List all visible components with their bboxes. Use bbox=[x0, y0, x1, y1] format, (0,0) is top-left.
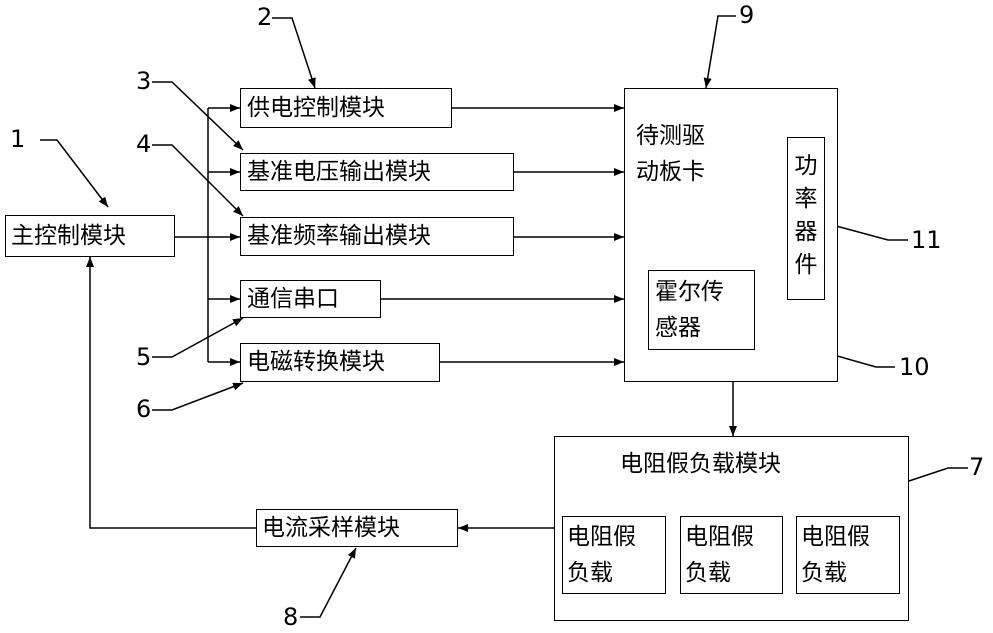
leader-2 bbox=[272, 17, 316, 89]
resistor-load-2-label: 电阻假负载 bbox=[685, 519, 754, 591]
resistor-load-2-line1: 电阻假 bbox=[685, 524, 754, 550]
board-under-test-label: 待测驱动板卡 bbox=[636, 118, 705, 190]
reference-frequency-module bbox=[240, 217, 514, 256]
ref-number-2: 2 bbox=[257, 3, 273, 31]
power-device bbox=[787, 137, 825, 300]
resistor-load-module-label: 电阻假负载模块 bbox=[620, 451, 781, 477]
serial-port-module bbox=[240, 280, 381, 318]
leader-1 bbox=[40, 139, 109, 208]
ref-number-10: 10 bbox=[899, 353, 930, 381]
em-conversion-module bbox=[240, 343, 440, 382]
ref-number-1: 1 bbox=[10, 125, 26, 153]
ref-number-3: 3 bbox=[136, 67, 152, 95]
leader-4 bbox=[152, 144, 244, 217]
leader-11 bbox=[824, 222, 908, 241]
ref-number-7: 7 bbox=[969, 453, 985, 481]
leader-6 bbox=[152, 382, 244, 411]
resistor-load-3-line1: 电阻假 bbox=[801, 524, 870, 550]
resistor-load-3-label: 电阻假负载 bbox=[801, 519, 870, 591]
reference-voltage-module bbox=[240, 153, 514, 191]
main-control-label: 主控制模块 bbox=[11, 223, 126, 249]
hall-label-line2: 感器 bbox=[655, 315, 701, 341]
board-label-line2: 动板卡 bbox=[636, 159, 705, 185]
leader-5 bbox=[152, 317, 244, 358]
board-label-line1: 待测驱 bbox=[636, 123, 705, 149]
current-sampling-label: 电流采样模块 bbox=[262, 515, 400, 541]
ref-number-4: 4 bbox=[136, 130, 152, 158]
ref-number-11: 11 bbox=[911, 226, 942, 254]
reference-voltage-label: 基准电压输出模块 bbox=[247, 159, 431, 185]
resistor-load-1-line1: 电阻假 bbox=[567, 524, 636, 550]
serial-port-label: 通信串口 bbox=[247, 286, 339, 312]
ref-number-5: 5 bbox=[136, 343, 152, 371]
main-control-module bbox=[5, 215, 175, 257]
power-device-label: 功率器件 bbox=[794, 153, 818, 278]
ref-number-8: 8 bbox=[283, 603, 299, 631]
hall-sensor-label: 霍尔传感器 bbox=[655, 274, 724, 346]
reference-frequency-label: 基准频率输出模块 bbox=[247, 223, 431, 249]
hall-sensor bbox=[648, 270, 755, 350]
resistor-load-1-line2: 负载 bbox=[567, 560, 613, 586]
hall-label-line1: 霍尔传 bbox=[655, 279, 724, 305]
current-sampling-module bbox=[256, 509, 458, 547]
resistor-load-2-line2: 负载 bbox=[685, 560, 731, 586]
resistor-load-3 bbox=[796, 516, 900, 594]
ref-number-6: 6 bbox=[136, 395, 152, 423]
wire-sampling-main bbox=[86, 257, 256, 529]
resistor-load-3-line2: 负载 bbox=[801, 560, 847, 586]
resistor-load-1-label: 电阻假负载 bbox=[567, 519, 636, 591]
leader-8 bbox=[300, 547, 357, 618]
em-conversion-label: 电磁转换模块 bbox=[247, 349, 385, 375]
power-supply-module bbox=[240, 88, 452, 128]
ref-number-9: 9 bbox=[739, 1, 755, 29]
resistor-load-1 bbox=[562, 516, 666, 594]
leader-3 bbox=[152, 81, 244, 151]
leader-7 bbox=[908, 467, 968, 482]
leader-9 bbox=[703, 15, 736, 89]
power-supply-label: 供电控制模块 bbox=[247, 95, 385, 121]
resistor-load-2 bbox=[680, 516, 783, 594]
